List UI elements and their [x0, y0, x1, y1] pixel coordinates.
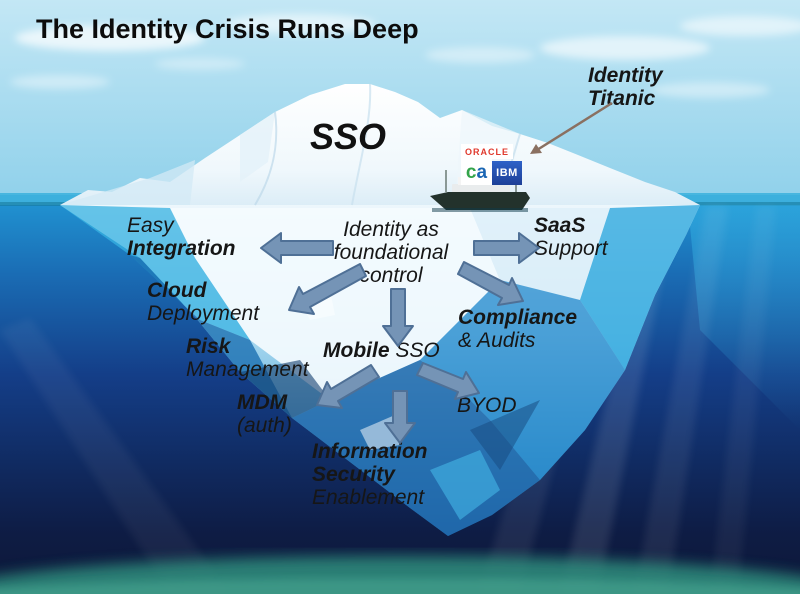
- label-identity-titanic: Identity Titanic: [588, 64, 663, 110]
- label-risk-management: Risk Management: [186, 335, 309, 381]
- label-byod: BYOD: [457, 394, 517, 417]
- label-cloud-deployment: Cloud Deployment: [147, 279, 260, 325]
- identity-titanic-line2: Titanic: [588, 87, 656, 110]
- label-information-security-enablement: Information Security Enablement: [312, 440, 428, 509]
- label-sso-above-water: SSO: [310, 116, 387, 157]
- clouds: [10, 14, 800, 98]
- label-mobile-sso: Mobile SSO: [323, 339, 440, 362]
- label-identity-as-foundational-control: Identity as foundational control: [333, 218, 449, 287]
- ibm-logo: IBM: [492, 161, 522, 185]
- diagram-title: The Identity Crisis Runs Deep: [36, 14, 419, 44]
- oracle-logo: ORACLE: [461, 144, 513, 159]
- identity-titanic-line1: Identity: [588, 64, 663, 87]
- label-saas-support: SaaS Support: [534, 214, 608, 260]
- label-compliance-audits: Compliance & Audits: [458, 306, 578, 352]
- label-easy-integration: Easy Integration: [127, 214, 236, 260]
- label-mdm-auth: MDM (auth): [237, 391, 292, 437]
- seafloor-glow: [0, 556, 800, 594]
